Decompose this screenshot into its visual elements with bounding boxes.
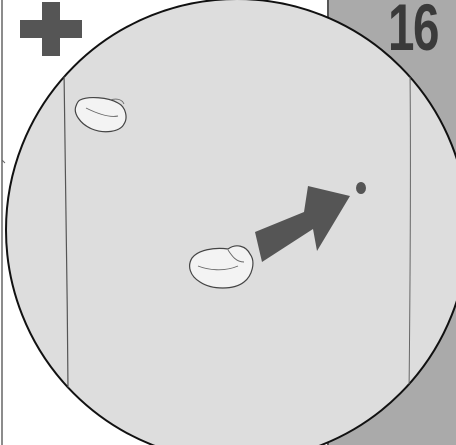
target-hole — [356, 182, 366, 194]
stud-part — [190, 246, 253, 288]
detail-circle — [6, 0, 456, 445]
